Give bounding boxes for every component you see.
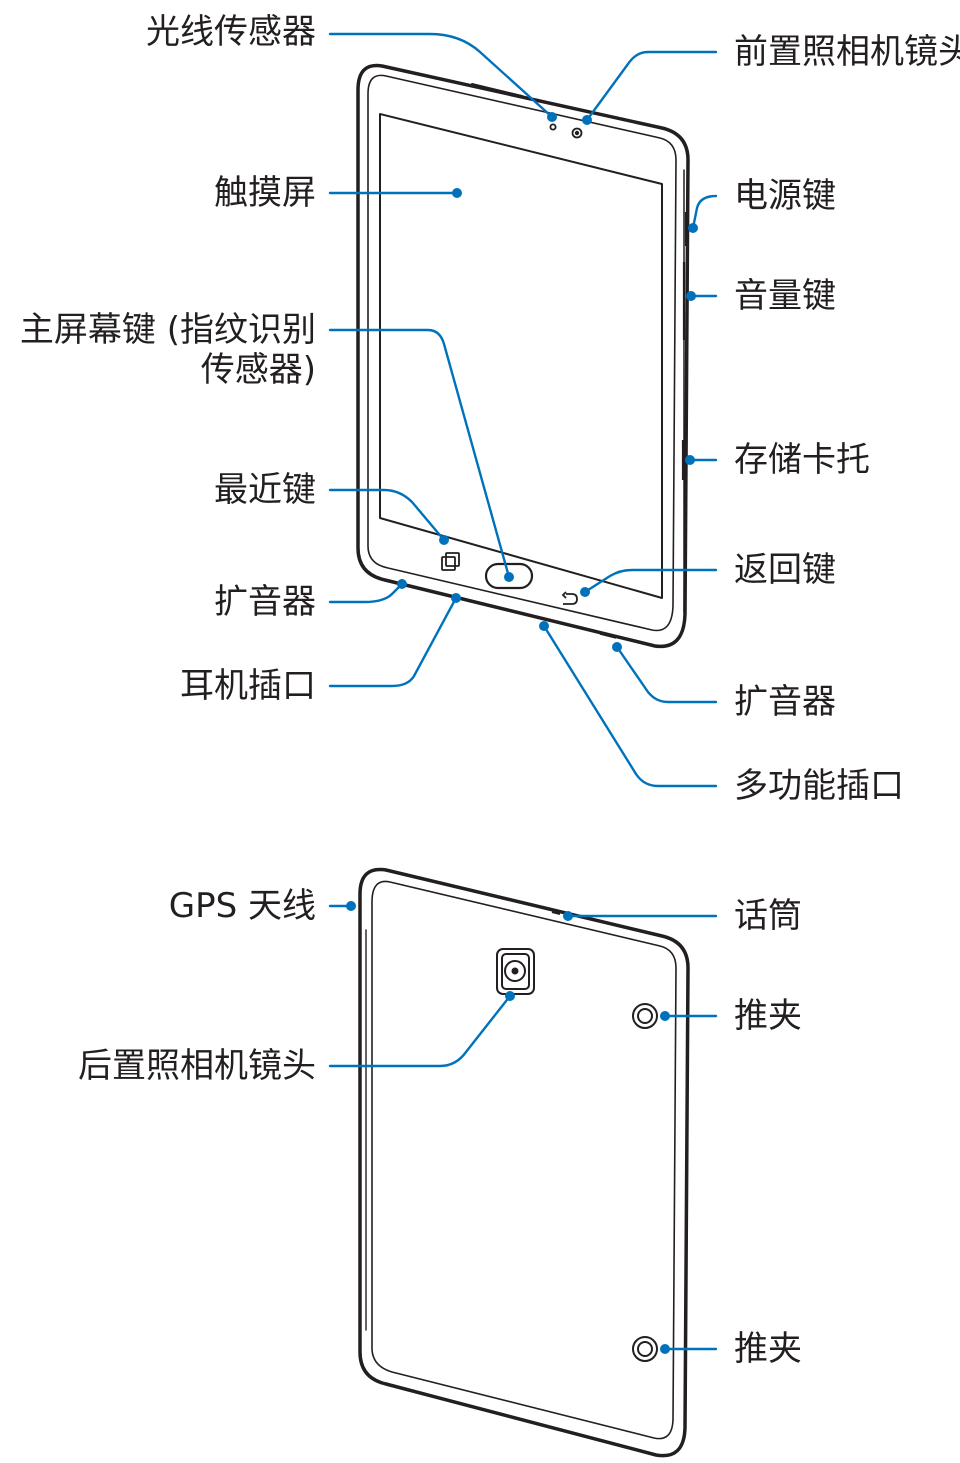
front-bezel-line [367, 74, 677, 632]
front-components [441, 123, 688, 639]
front-camera-lens [571, 127, 583, 139]
label-microphone: 话筒 [734, 896, 802, 936]
tablet-back [358, 867, 690, 1458]
mic-slit [551, 911, 561, 915]
front-body-outline [356, 63, 690, 649]
back-body-outline [358, 867, 690, 1458]
callout-speaker-right [615, 645, 718, 704]
home-key [484, 562, 534, 590]
back-key-icon [561, 591, 578, 605]
label-recent-key: 最近键 [214, 470, 316, 510]
rear-camera-module [496, 948, 535, 995]
label-earphone-jack: 耳机插口 [180, 666, 316, 706]
top-slit [471, 83, 523, 97]
label-multipurpose-jack: 多功能插口 [734, 766, 904, 806]
label-clip-bottom: 推夹 [734, 1329, 802, 1369]
callout-back-key [583, 568, 718, 594]
label-light-sensor: 光线传感器 [146, 12, 316, 52]
tablet-front [356, 63, 690, 649]
recent-key-icon [441, 556, 456, 571]
label-front-camera: 前置照相机镜头 [734, 32, 960, 72]
label-power-key: 电源键 [734, 176, 836, 216]
label-rear-camera: 后置照相机镜头 [78, 1046, 316, 1086]
callout-recent-key [328, 488, 446, 542]
back-inner-line [371, 880, 677, 1440]
label-speaker-left: 扩音器 [214, 582, 316, 622]
label-speaker-right: 扩音器 [734, 682, 836, 722]
callout-lines [328, 32, 718, 1351]
callout-home-key [328, 328, 511, 579]
light-sensor-dot [549, 123, 557, 131]
callout-speaker-left [328, 582, 404, 604]
callout-front-camera [585, 50, 718, 122]
label-gps-antenna: GPS 天线 [168, 886, 316, 926]
label-back-key: 返回键 [734, 550, 836, 590]
label-touchscreen: 触摸屏 [214, 173, 316, 213]
clip-bottom-shape [632, 1336, 658, 1362]
label-clip-top: 推夹 [734, 996, 802, 1036]
clip-top-shape [632, 1003, 658, 1029]
callout-power-key [691, 194, 718, 230]
callout-multipurpose-jack [542, 624, 718, 788]
label-home-key: 主屏幕键 (指纹识别传感器) [19, 310, 316, 390]
callout-dots [346, 112, 698, 1354]
front-display [379, 113, 663, 599]
callout-rear-camera [328, 994, 512, 1068]
label-volume-key: 音量键 [734, 276, 836, 316]
label-memory-card-tray: 存储卡托 [734, 440, 870, 480]
callout-light-sensor [328, 32, 554, 119]
back-components [496, 911, 658, 1362]
callout-earphone-jack [328, 596, 458, 688]
